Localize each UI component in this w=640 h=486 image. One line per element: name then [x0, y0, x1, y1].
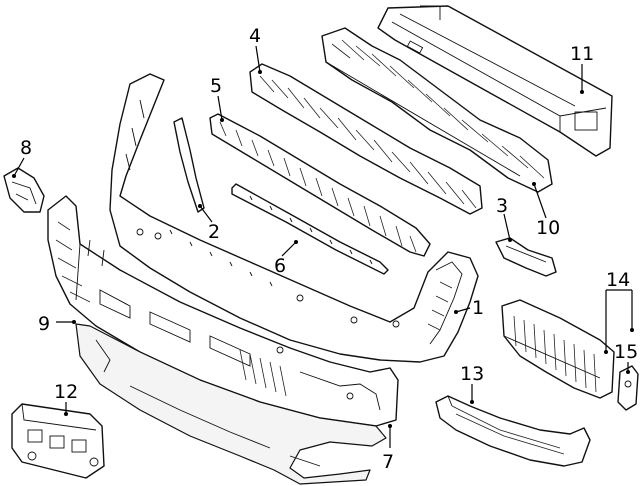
leader-4-dot: [258, 70, 262, 74]
leader-8-dot: [12, 174, 16, 178]
leader-2: [199, 205, 213, 223]
callout-7: 7: [382, 451, 394, 473]
callout-15: 15: [614, 341, 638, 363]
lower-bumper-part: [47, 195, 399, 427]
callout-3: 3: [496, 195, 508, 217]
callout-6: 6: [274, 255, 286, 277]
leader-1-dot: [454, 310, 458, 314]
clip-part: [617, 365, 639, 411]
callout-5: 5: [210, 75, 222, 97]
callout-9: 9: [38, 313, 50, 335]
callout-2: 2: [208, 221, 220, 243]
callout-1: 1: [472, 297, 484, 319]
leader-lines: [12, 45, 634, 448]
lower-grille-part: [435, 395, 591, 467]
callout-13: 13: [460, 363, 484, 385]
leader-5-dot: [220, 118, 224, 122]
leader-3-dot: [508, 238, 512, 242]
callout-labels: 4 5 11 8 2 6 3 10 1 9 14 15 13 12 7: [20, 25, 638, 473]
leader-6: [281, 241, 297, 257]
leader-8: [13, 157, 25, 177]
bumper-cover-part: [109, 73, 479, 363]
leader-10: [533, 183, 547, 219]
license-bracket-part: [11, 403, 105, 479]
leader-12-dot: [64, 412, 68, 416]
lower-molding-part: [231, 183, 389, 275]
leader-13-dot: [470, 400, 474, 404]
callout-11: 11: [570, 43, 594, 65]
callout-10: 10: [536, 217, 560, 239]
leader-3: [503, 213, 511, 241]
leader-9-dot: [72, 320, 76, 324]
corner-bracket-part: [495, 237, 557, 277]
molding-strip-part: [173, 117, 205, 213]
leader-15-dot: [626, 370, 630, 374]
leader-14-dot-a: [604, 350, 608, 354]
leader-10-dot: [532, 182, 536, 186]
leader-4: [255, 45, 261, 73]
callout-8: 8: [20, 137, 32, 159]
grille-support-part: [209, 113, 431, 257]
impact-bar-part: [377, 5, 613, 157]
leader-14-dot-b: [630, 328, 634, 332]
side-bracket-part: [3, 167, 45, 213]
leader-14: [605, 289, 633, 352]
leader-5: [217, 95, 223, 121]
leader-1: [455, 307, 471, 313]
callout-4: 4: [249, 25, 261, 47]
leader-6-dot: [294, 240, 298, 244]
callout-14: 14: [606, 269, 630, 291]
energy-absorber-part: [321, 27, 553, 193]
callout-12: 12: [54, 381, 78, 403]
leader-11-dot: [580, 90, 584, 94]
leader-7-dot: [388, 424, 392, 428]
leader-2-dot: [198, 204, 202, 208]
skid-plate-part: [75, 323, 387, 485]
upper-bracket-part: [249, 63, 483, 215]
air-deflector-part: [501, 299, 615, 399]
